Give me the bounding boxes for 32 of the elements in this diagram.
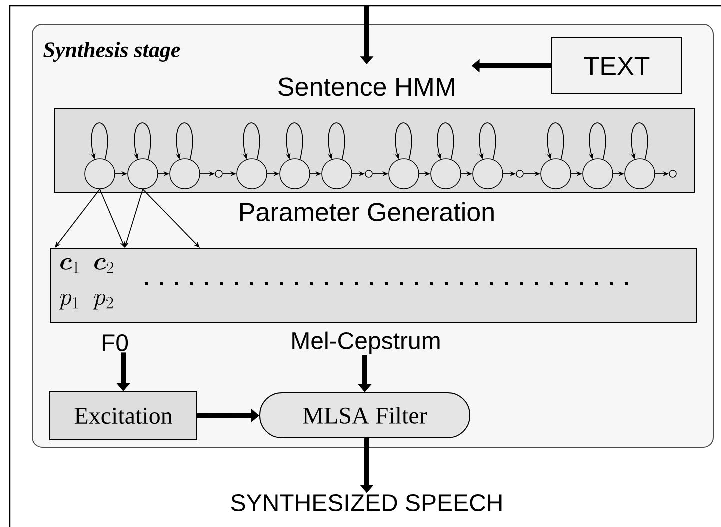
- state-circle: [582, 158, 614, 190]
- state-circle: [128, 158, 158, 190]
- state-circle: [84, 158, 116, 190]
- generation-arrow: [55, 188, 100, 248]
- state-circle: [472, 158, 504, 190]
- generation-arrow: [142, 188, 200, 248]
- state-circle: [624, 158, 656, 190]
- band-heading: Sentence HMM: [278, 78, 454, 96]
- junction-circle: [365, 170, 373, 178]
- parameter-symbol: $p_2$: [92, 294, 114, 310]
- parameter-symbol: $p_1$: [58, 294, 79, 310]
- state-circle: [236, 158, 268, 190]
- excitation-box: Excitation: [50, 392, 198, 440]
- filter-box: MLSA Filter: [260, 392, 470, 438]
- signal-label: Mel-Cepstrum: [292, 332, 440, 354]
- state-circle: [540, 158, 572, 190]
- state-circle: [430, 158, 462, 190]
- signal-label: F0: [102, 334, 128, 352]
- junction-circle: [516, 170, 524, 178]
- parameter-symbol: $\boldsymbol{c}_1$: [60, 258, 79, 274]
- text-box: TEXT: [552, 38, 682, 94]
- state-circle: [388, 158, 420, 190]
- state-circle: [280, 158, 310, 190]
- parameter-band: [50, 248, 697, 323]
- process-label: Parameter Generation: [240, 202, 494, 222]
- panel-heading: Synthesis stage: [44, 42, 180, 62]
- junction-circle: [669, 170, 677, 178]
- junction-circle: [215, 170, 223, 178]
- output-label: SYNTHESIZED SPEECH: [231, 494, 502, 512]
- state-circle: [170, 158, 200, 190]
- parameter-symbol: $\boldsymbol{c}_2$: [94, 258, 114, 274]
- state-circle: [322, 158, 352, 190]
